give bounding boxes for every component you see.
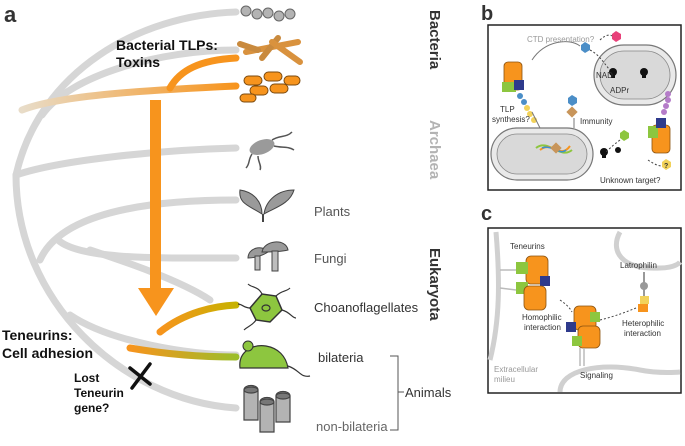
producer-cell: [490, 127, 594, 181]
lost-gene-label-1: Lost: [74, 371, 99, 385]
skull-icon-4: [615, 147, 621, 153]
unknown-target-question: ?: [664, 163, 668, 170]
taxon-fungi: Fungi: [314, 251, 347, 266]
panel-a: a Bacterial TLPs: Toxins Teneurins: Cell…: [2, 2, 452, 434]
rod-bacteria-icon: [239, 71, 301, 103]
immunity-label: Immunity: [580, 117, 612, 126]
toxin-hexagon-blue2: [568, 95, 577, 106]
domain-archaea: Archaea: [426, 120, 443, 180]
latrophilin-label: Latrophilin: [620, 261, 657, 270]
unknown-target-label: Unknown target?: [600, 176, 661, 185]
domain-eukaryota: Eukaryota: [426, 248, 443, 321]
ctd-presentation-label: CTD presentation?: [527, 35, 595, 44]
teneurin-choano-branch: [156, 301, 240, 336]
taxon-bilateria: bilateria: [318, 350, 364, 365]
teneurin-dimer-1: [516, 255, 550, 311]
skull-icon-3: [600, 148, 608, 158]
teneurins-c-label: Teneurins: [510, 242, 545, 251]
homophilic-label-1: Homophilic: [522, 313, 562, 322]
filamentous-bacteria-icon: [237, 35, 303, 65]
teneurins-label: Teneurins:: [2, 327, 73, 343]
panel-b-arrows: [531, 34, 663, 167]
panel-label-c: c: [481, 203, 492, 225]
tlp-complex-right: [648, 91, 671, 154]
fungi-icon: [247, 241, 289, 272]
panel-label-b: b: [481, 3, 493, 25]
mouse-icon: [239, 340, 311, 377]
heterophilic-label-1: Heterophilic: [622, 319, 664, 328]
toxins-label: Toxins: [116, 54, 160, 70]
taxon-choanoflagellates: Choanoflagellates: [314, 300, 419, 315]
signaling-label: Signaling: [580, 371, 613, 380]
tlp-synthesis-label-1: TLP: [500, 105, 515, 114]
sponge-icon: [243, 384, 291, 433]
cell-adhesion-label: Cell adhesion: [2, 345, 93, 361]
lost-gene-label-2: Teneurin: [74, 386, 124, 400]
animals-bracket: [390, 355, 404, 431]
teneurin-stalks: [499, 269, 585, 366]
taxon-non-bilateria: non-bilateria: [316, 419, 388, 434]
teneurin-bilateria-branch: [126, 344, 240, 361]
panel-b: b: [481, 3, 682, 191]
heterophilic-label-2: interaction: [624, 329, 661, 338]
toxin-hexagon-red: [612, 31, 621, 42]
tlp-bacteria-branch: [18, 82, 240, 114]
adpr-label: ADPr: [610, 86, 629, 95]
taxon-plants: Plants: [314, 204, 351, 219]
panel-label-a: a: [4, 2, 17, 27]
extracellular-label-1: Extracellular: [494, 365, 538, 374]
domain-bacteria: Bacteria: [426, 10, 443, 70]
target-cell: [593, 44, 677, 106]
toxin-hexagon-blue: [581, 42, 590, 53]
cell-membranes: [487, 230, 683, 393]
nad-label: NAD: [596, 71, 613, 80]
latrophilin-protein: [638, 272, 649, 312]
taxon-animals: Animals: [405, 385, 452, 400]
panel-c: c: [481, 203, 683, 394]
homophilic-label-2: interaction: [524, 323, 561, 332]
bacteria-cocci-icon: [240, 5, 296, 22]
choanoflagellate-icon: [237, 283, 297, 331]
teneurin-dimer-2: [566, 305, 601, 349]
toxin-hexagon-green: [620, 130, 629, 141]
plant-icon: [239, 189, 295, 222]
extracellular-label-2: milieu: [494, 375, 515, 384]
skull-icon-2: [640, 68, 648, 78]
archaea-icon: [245, 131, 295, 171]
tlp-toxin-branch: [166, 54, 240, 92]
bacterial-tlps-label: Bacterial TLPs:: [116, 37, 218, 53]
tlp-synthesis-label-2: synthesis?: [492, 115, 530, 124]
transfer-arrow: [138, 100, 174, 316]
lost-gene-cross: [128, 362, 152, 390]
lost-gene-label-3: gene?: [74, 401, 109, 415]
skull-icon-1: [609, 68, 617, 78]
unknown-target-hexagon: [662, 159, 671, 170]
panel-c-arrows: [559, 299, 637, 321]
